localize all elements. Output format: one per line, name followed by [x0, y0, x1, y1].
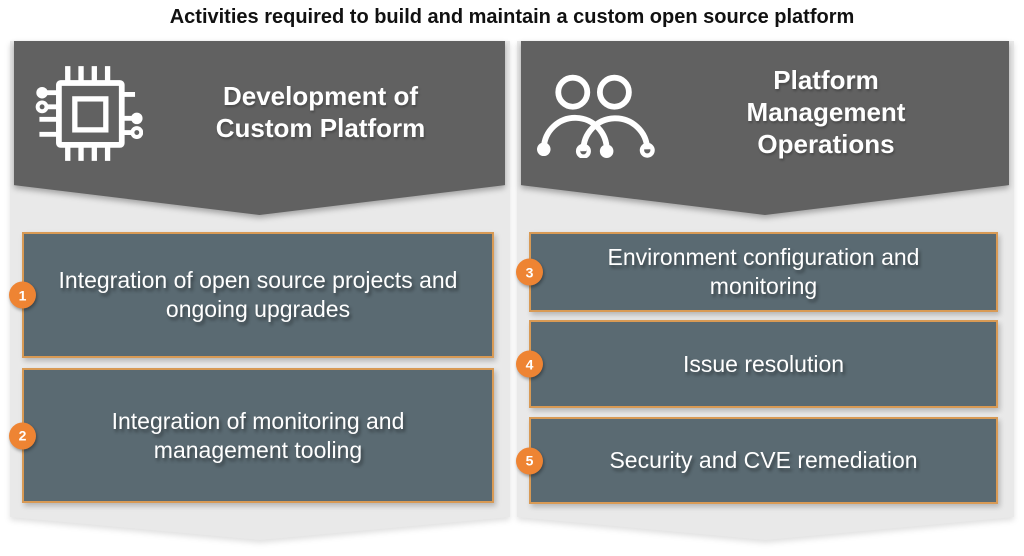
development-icon-wrap	[14, 65, 164, 161]
column-operations: Platform Management Operations 3 Environ…	[516, 41, 1014, 540]
activity-box-4: 4 Issue resolution	[516, 320, 998, 408]
activity-box-2: 2 Integration of monitoring and manageme…	[9, 368, 494, 503]
development-items: 1 Integration of open source projects an…	[9, 232, 494, 503]
operations-label-wrap: Platform Management Operations	[671, 65, 1009, 160]
columns-row: Development of Custom Platform 1 Integra…	[9, 41, 1014, 540]
activity-box-3: 3 Environment configuration and monitori…	[516, 232, 998, 312]
step-badge-2: 2	[9, 422, 36, 449]
development-label-wrap: Development of Custom Platform	[164, 81, 505, 144]
column-development: Development of Custom Platform 1 Integra…	[9, 41, 510, 540]
activity-text-3: Environment configuration and monitoring	[607, 244, 920, 299]
development-header-banner: Development of Custom Platform	[14, 41, 505, 215]
activity-text-2: Integration of monitoring and management…	[111, 407, 405, 463]
activity-text-4: Issue resolution	[682, 350, 845, 377]
diagram-title: Activities required to build and maintai…	[169, 6, 855, 28]
operations-header-wrap: Platform Management Operations	[521, 41, 1009, 215]
activity-box-5: 5 Security and CVE remediation	[516, 417, 998, 504]
activity-text-5: Security and CVE remediation	[609, 447, 918, 474]
operations-icon-wrap	[521, 69, 671, 158]
step-badge-3: 3	[516, 258, 543, 286]
operations-header-banner: Platform Management Operations	[521, 41, 1009, 215]
step-badge-4: 4	[516, 350, 543, 378]
operations-header-label: Platform Management Operations	[746, 65, 906, 159]
operations-items: 3 Environment configuration and monitori…	[516, 232, 998, 504]
cpu-chip-icon	[35, 65, 143, 161]
activity-box-1: 1 Integration of open source projects an…	[9, 232, 494, 358]
development-header-wrap: Development of Custom Platform	[14, 41, 505, 215]
development-header-label: Development of Custom Platform	[215, 81, 426, 143]
activity-text-1: Integration of open source projects and …	[58, 267, 458, 322]
step-badge-5: 5	[516, 447, 543, 474]
people-icon	[537, 74, 655, 158]
step-badge-1: 1	[9, 281, 36, 309]
